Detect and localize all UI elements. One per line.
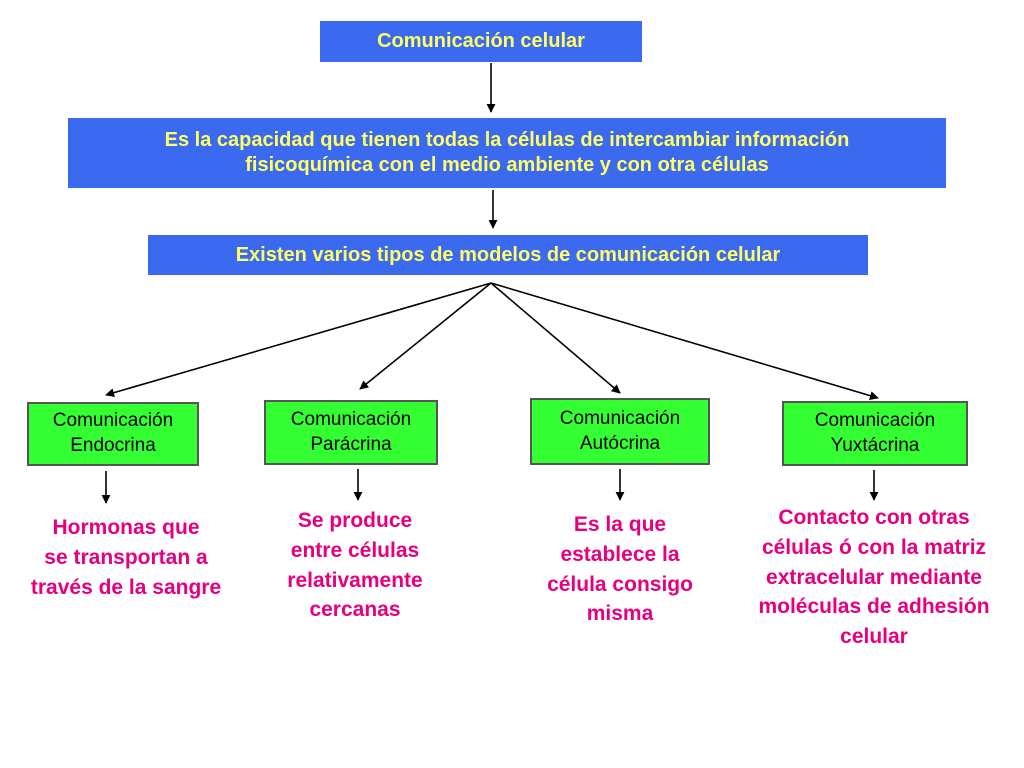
subtitle-box: Existen varios tipos de modelos de comun…: [148, 235, 868, 275]
arrow-to-autocrina: [490, 282, 621, 394]
type-label-line-1: Comunicación: [52, 410, 174, 432]
definition-line-1: Es la capacidad que tienen todas la célu…: [164, 129, 850, 151]
title-box: Comunicación celular: [320, 21, 642, 62]
type-box-autocrina: Comunicación Autócrina: [530, 398, 710, 465]
desc-line: célula consigo: [547, 572, 693, 596]
subtitle-text: Existen varios tipos de modelos de comun…: [235, 243, 781, 266]
desc-line: relativamente: [287, 568, 423, 592]
desc-line: moléculas de adhesión: [758, 595, 990, 619]
arrow-to-yuxtacrina: [490, 282, 879, 401]
definition-line-2: fisicoquímica con el medio ambiente y co…: [245, 154, 769, 176]
desc-line: Es la que: [573, 513, 667, 536]
desc-endocrina: Hormonas que se transportan a través de …: [0, 513, 252, 602]
desc-autocrina: Es la que establece la célula consigo mi…: [515, 510, 725, 629]
desc-line: misma: [586, 602, 654, 626]
desc-line: cercanas: [309, 598, 401, 622]
title-text: Comunicación celular: [377, 30, 585, 52]
desc-line: Hormonas que: [52, 516, 200, 539]
type-label-line-1: Comunicación: [559, 407, 681, 429]
desc-line: extracelular mediante: [766, 565, 982, 589]
desc-line: celular: [840, 625, 908, 649]
desc-line: Se produce: [297, 509, 413, 532]
desc-paracrina: Se produce entre células relativamente c…: [250, 506, 460, 625]
type-box-endocrina: Comunicación Endocrina: [27, 402, 199, 466]
arrow-to-paracrina: [359, 282, 492, 390]
desc-line: células ó con la matriz: [761, 535, 987, 559]
type-label-line-1: Comunicación: [814, 409, 936, 431]
desc-line: establece la: [560, 542, 680, 566]
type-label-line-2: Endocrina: [70, 435, 156, 456]
desc-line: entre células: [290, 538, 420, 562]
definition-box: Es la capacidad que tienen todas la célu…: [68, 118, 946, 188]
type-box-paracrina: Comunicación Parácrina: [264, 400, 438, 465]
type-label-line-1: Comunicación: [290, 408, 412, 430]
type-label-line-2: Autócrina: [579, 432, 661, 454]
type-label-line-2: Yuxtácrina: [830, 434, 920, 456]
desc-line: través de la sangre: [30, 575, 222, 599]
arrow-to-endocrina: [105, 282, 492, 398]
desc-yuxtacrina: Contacto con otras células ó con la matr…: [728, 503, 1020, 652]
type-box-yuxtacrina: Comunicación Yuxtácrina: [782, 401, 968, 466]
type-label-line-2: Parácrina: [310, 433, 392, 455]
desc-line: Contacto con otras: [778, 506, 970, 529]
desc-line: se transportan a: [44, 545, 208, 569]
